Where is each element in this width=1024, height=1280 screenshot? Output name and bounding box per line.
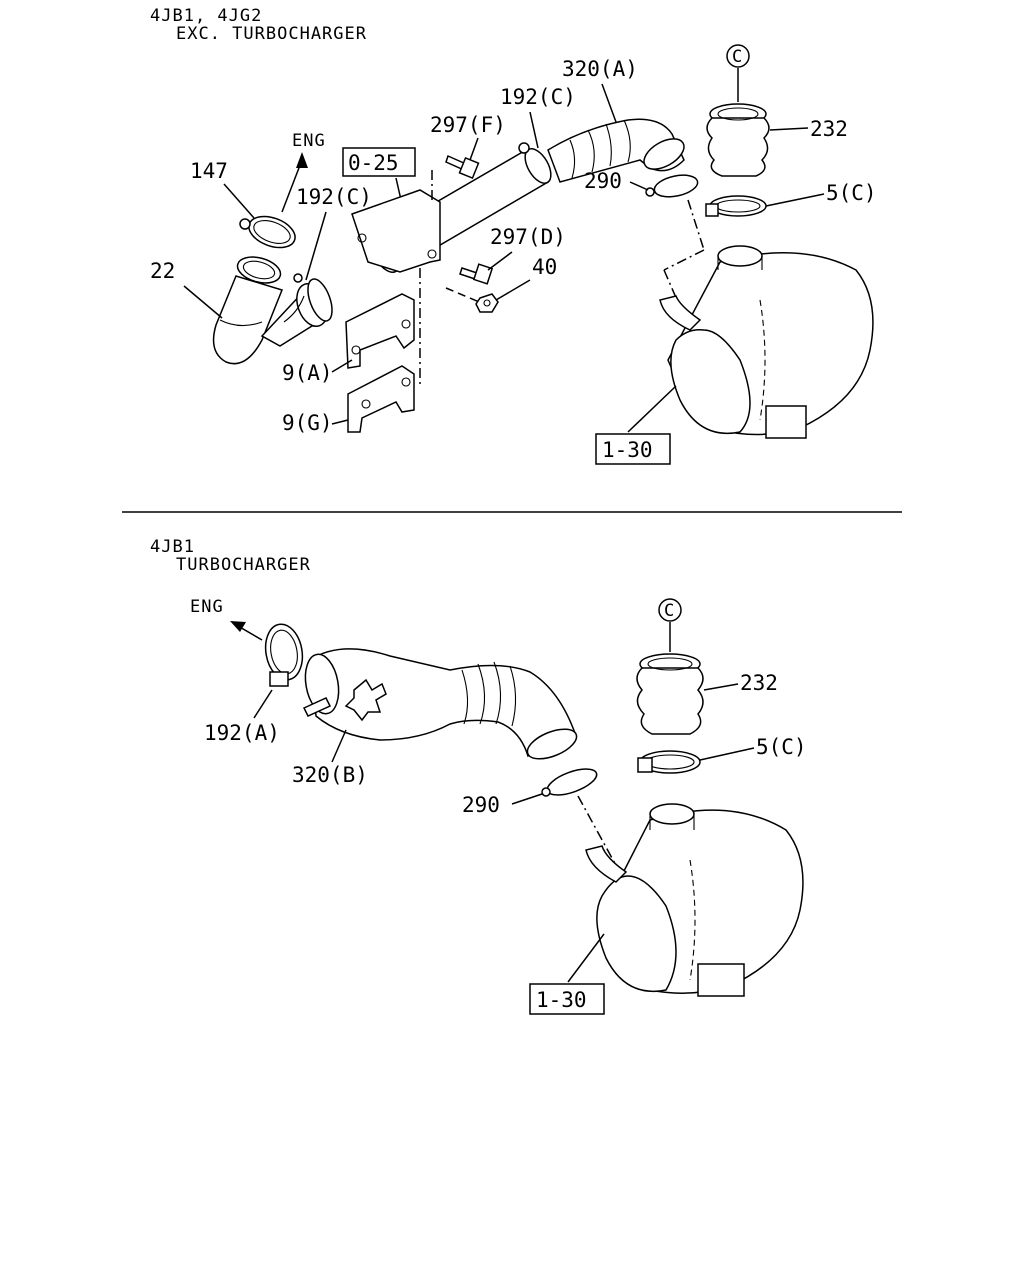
c-marker-bottom <box>658 598 682 622</box>
air-cleaner-top-icon <box>659 245 874 439</box>
pipe-bracket-icon <box>351 189 441 273</box>
c-marker-top <box>726 44 750 68</box>
label-0-25: 0-25 <box>348 151 399 175</box>
label-320a: 320(A) <box>562 57 638 81</box>
clamp-147-icon <box>239 215 296 249</box>
eng-arrow-icon <box>281 152 308 213</box>
ref-box-1-30-bottom <box>529 983 605 1015</box>
label-22: 22 <box>150 259 175 283</box>
label-9g: 9(G) <box>282 411 333 435</box>
bellows-232-icon <box>706 103 770 177</box>
label-1-30-bottom: 1-30 <box>536 988 587 1012</box>
top-section: 4JB1, 4JG2 EXC. TURBOCHARGER ENG 147 22 <box>150 6 877 465</box>
label-9a: 9(A) <box>282 361 333 385</box>
bottom-header-variant: TURBOCHARGER <box>176 555 311 575</box>
bracket-9a-icon <box>345 293 415 369</box>
air-cleaner-bottom-icon <box>585 803 804 997</box>
label-290-bottom: 290 <box>462 793 500 817</box>
clamp-290-bottom-icon <box>541 768 598 797</box>
label-1-30-top: 1-30 <box>602 438 653 462</box>
label-297f: 297(F) <box>430 113 506 137</box>
clamp-5c-bottom-icon <box>637 750 701 774</box>
label-147: 147 <box>190 159 228 183</box>
top-header-engine: 4JB1, 4JG2 <box>150 6 262 26</box>
c-marker-top-label: C <box>732 47 743 67</box>
bellows-hose-320a-icon <box>547 118 685 183</box>
c-marker-bottom-label: C <box>664 601 675 621</box>
ref-box-0-25 <box>342 147 416 177</box>
bottom-header-engine: 4JB1 <box>150 537 195 557</box>
bolt-297d-icon <box>459 263 494 285</box>
eng-label: ENG <box>292 131 326 151</box>
intake-duct-320b-icon <box>302 648 578 760</box>
clamp-192c-left-icon <box>293 273 333 322</box>
label-40: 40 <box>532 255 557 279</box>
label-192a: 192(A) <box>204 721 280 745</box>
eng-label-bottom: ENG <box>190 597 224 617</box>
nut-40-icon <box>475 293 499 313</box>
bolt-297f-icon <box>445 154 480 180</box>
label-5c-top: 5(C) <box>826 181 877 205</box>
label-320b: 320(B) <box>292 763 368 787</box>
label-192c-right: 192(C) <box>500 85 576 109</box>
label-232-top: 232 <box>810 117 848 141</box>
top-header-variant: EXC. TURBOCHARGER <box>176 24 367 44</box>
ref-box-1-30-top <box>595 433 671 465</box>
bottom-section: 4JB1 TURBOCHARGER ENG 192(A) 320( <box>150 537 807 1015</box>
label-192c-left: 192(C) <box>296 185 372 209</box>
label-232-bottom: 232 <box>740 671 778 695</box>
bracket-9g-icon <box>347 365 415 433</box>
clamp-192a-icon <box>264 623 304 687</box>
label-5c-bottom: 5(C) <box>756 735 807 759</box>
bellows-232-bottom-icon <box>636 653 704 735</box>
clamp-5c-icon <box>705 195 767 217</box>
label-297d: 297(D) <box>490 225 566 249</box>
clamp-290-icon <box>645 174 699 198</box>
label-290-top: 290 <box>584 169 622 193</box>
eng-arrow-bottom-icon <box>230 621 263 641</box>
